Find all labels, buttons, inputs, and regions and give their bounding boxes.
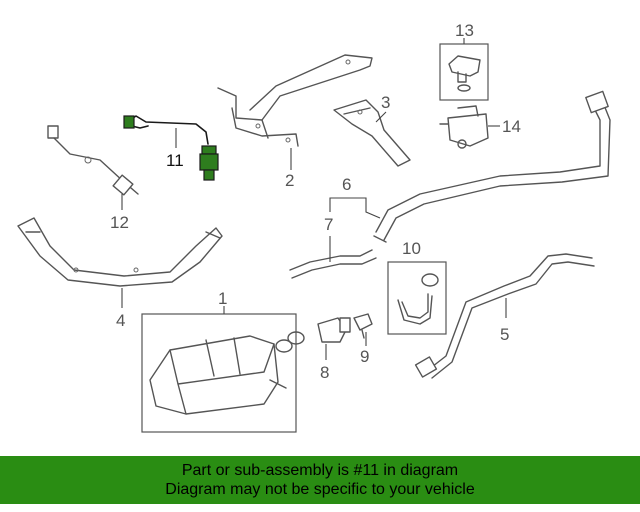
callout-3: 3 (381, 93, 390, 112)
banner-line-1: Part or sub-assembly is #11 in diagram (181, 462, 459, 479)
callout-14: 14 (502, 117, 521, 136)
callout-2: 2 (285, 171, 294, 190)
part-10-hose-kit[interactable] (387, 261, 447, 335)
callout-1: 1 (218, 289, 227, 308)
part-11-oxygen-sensor[interactable] (123, 115, 219, 181)
callout-5: 5 (500, 325, 509, 344)
part-3-brace[interactable] (333, 99, 411, 167)
callout-13: 13 (455, 21, 474, 40)
part-9-clip[interactable] (353, 313, 373, 339)
part-2-bracket[interactable] (217, 54, 373, 147)
banner-line-2: Diagram may not be specific to your vehi… (165, 481, 475, 498)
part-8-valve[interactable] (317, 317, 351, 343)
part-14-solenoid[interactable] (439, 105, 489, 149)
callout-12: 12 (110, 213, 129, 232)
part-info-banner: Part or sub-assembly is #11 in diagram D… (0, 456, 640, 504)
callout-11: 11 (166, 151, 184, 170)
part-13-purge-valve[interactable] (439, 43, 489, 101)
callout-9: 9 (360, 347, 369, 366)
part-1-canister[interactable] (141, 313, 305, 433)
callout-6: 6 (342, 175, 351, 194)
part-12-sensor[interactable] (47, 125, 139, 196)
callout-10: 10 (402, 239, 421, 258)
parts-diagram: 13 14 2 3 11 (17, 21, 611, 433)
part-4-cross-member[interactable] (17, 217, 223, 287)
callout-7: 7 (324, 215, 333, 234)
part-6-hose[interactable] (373, 90, 611, 243)
part-5-pipe[interactable] (414, 253, 595, 379)
part-7-hose[interactable] (289, 249, 377, 279)
callout-8: 8 (320, 363, 329, 382)
callout-4: 4 (116, 311, 125, 330)
